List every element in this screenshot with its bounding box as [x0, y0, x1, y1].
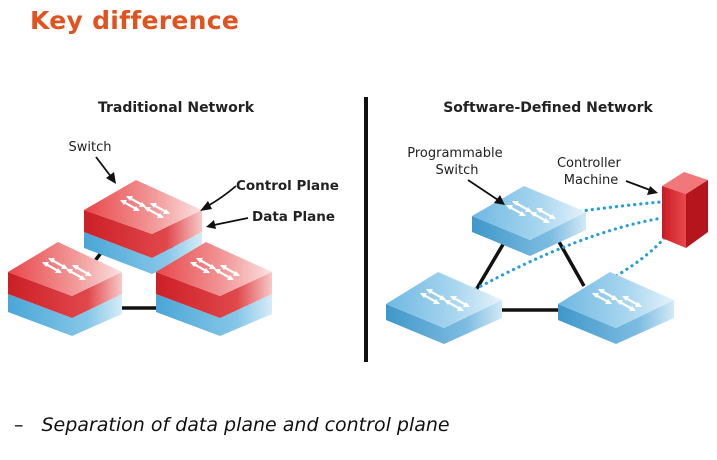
- controller-arrow: [625, 180, 658, 195]
- traditional-switch-left: [8, 242, 122, 336]
- slide-title: Key difference: [30, 6, 240, 35]
- programmable-switch-line2: Switch: [436, 163, 479, 178]
- bullet-text: Separation of data plane and control pla…: [41, 414, 450, 436]
- sdn-heading: Software-Defined Network: [443, 100, 653, 116]
- data-plane-arrow: [206, 217, 249, 229]
- network-comparison-diagram: Traditional Network Switch Control Plane: [8, 97, 708, 362]
- bullet-dash: –: [14, 414, 24, 436]
- programmable-switch-arrow: [467, 179, 505, 205]
- traditional-switch-right: [156, 242, 272, 336]
- control-plane-label: Control Plane: [236, 178, 339, 194]
- switch-label-arrow: [95, 156, 116, 184]
- sdn-switch-right: [558, 272, 674, 344]
- controller-line1: Controller: [557, 156, 622, 171]
- sdn-switch-top: [472, 186, 586, 256]
- programmable-switch-line1: Programmable: [407, 146, 502, 161]
- controller-machine: [662, 172, 708, 248]
- bullet-point: –Separation of data plane and control pl…: [14, 414, 450, 436]
- control-plane-arrow: [200, 185, 237, 211]
- data-plane-label: Data Plane: [252, 209, 335, 225]
- switch-label: Switch: [69, 140, 112, 155]
- programmable-switch-label: Programmable Switch: [407, 146, 506, 178]
- controller-label: Controller Machine: [557, 156, 625, 188]
- traditional-heading: Traditional Network: [98, 100, 255, 116]
- sdn-switch-left: [386, 272, 502, 344]
- controller-line2: Machine: [564, 173, 618, 188]
- controller-links: [468, 200, 668, 294]
